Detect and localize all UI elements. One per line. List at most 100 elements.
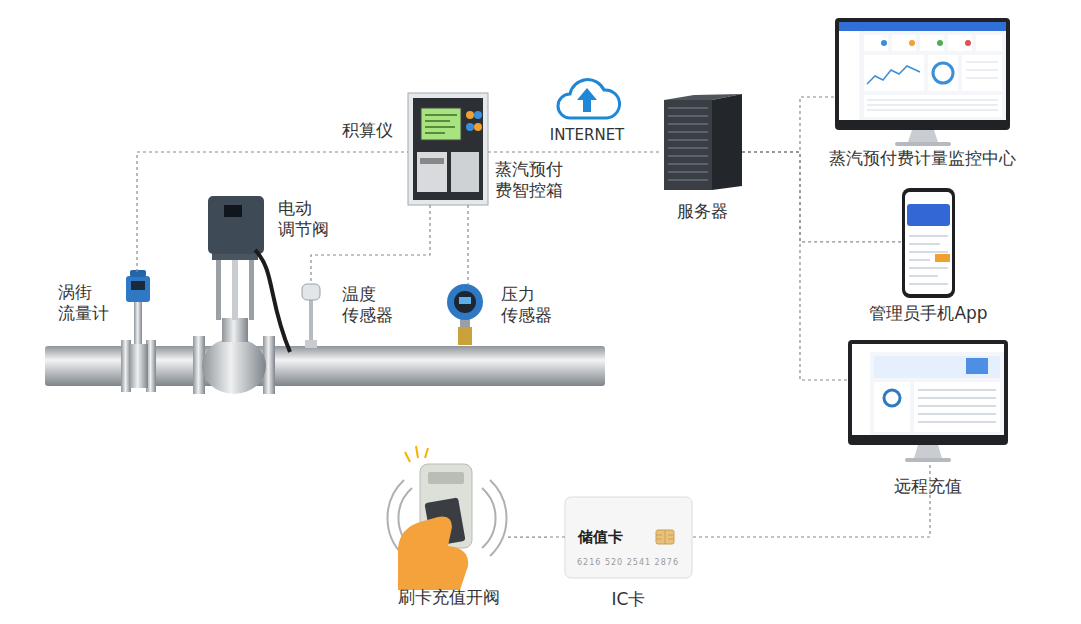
dashed-connector	[742, 152, 848, 380]
diagram-node: 蒸汽预付 费智控箱	[408, 93, 488, 205]
meter-body	[129, 344, 148, 388]
server-front	[664, 100, 712, 190]
integrator-display	[421, 108, 461, 140]
valve-actuator	[208, 196, 264, 254]
server-side	[712, 94, 742, 190]
node-label: 温度 传感器	[342, 284, 402, 327]
ic-card	[565, 497, 692, 578]
dashed-connector	[311, 205, 430, 283]
server-grille	[668, 108, 708, 180]
module	[417, 152, 447, 192]
sensor-face	[454, 291, 476, 313]
diagram-node: 刷卡充值开阀	[393, 450, 505, 580]
node-label: 远程充值	[828, 476, 1028, 497]
diagram-node: 储值卡6216 520 2541 2876IC卡	[565, 497, 692, 578]
edge-label: INTERNET	[537, 126, 637, 145]
monitor-stand	[914, 445, 942, 458]
node-label: 蒸汽预付 费智控箱	[495, 159, 575, 202]
sensor-head	[447, 284, 483, 320]
diagram-node: 服务器	[662, 95, 742, 192]
dashed-connector	[505, 536, 565, 537]
card-chip	[656, 530, 674, 544]
donut-panel	[928, 55, 958, 91]
table-lines	[867, 62, 998, 110]
monitor-base	[895, 142, 951, 146]
button	[466, 111, 474, 119]
node-label: 电动 调节阀	[278, 198, 338, 241]
stat-card	[892, 35, 916, 51]
diagram-node: 蒸汽预付费计量监控中心	[835, 18, 1010, 146]
banner-art	[966, 358, 988, 374]
node-label: 6216 520 2541 2876	[577, 558, 687, 568]
screen-header	[852, 344, 1004, 352]
screen-sidebar	[852, 352, 870, 435]
monitor-stand	[908, 130, 938, 142]
monitor-screen	[839, 22, 1006, 120]
meter-cap	[130, 270, 146, 277]
screen-sidebar	[839, 31, 859, 120]
actuator-display	[224, 205, 242, 217]
signal-marks	[405, 446, 428, 462]
upload-arrow	[577, 88, 597, 112]
chart-panel	[864, 55, 924, 91]
diagram-node: 管理员手机App	[902, 188, 955, 298]
meter-display	[131, 281, 145, 290]
stat-dot	[937, 40, 943, 46]
dashed-connector	[742, 97, 835, 152]
list-panel	[914, 382, 1000, 432]
phone-screen	[905, 192, 952, 294]
list-panel	[962, 55, 1002, 91]
cloud-icon	[558, 80, 620, 118]
node-label: 服务器	[642, 201, 762, 222]
edge-label: 积算仪	[342, 120, 412, 141]
table-panel	[864, 95, 1002, 117]
sensor-nut	[305, 340, 317, 348]
button	[474, 123, 482, 131]
valve-yoke	[216, 258, 221, 320]
node-label: 刷卡充值开阀	[373, 587, 525, 608]
list-lines	[918, 390, 996, 422]
sensor-fitting	[458, 327, 472, 345]
valve-yoke	[249, 258, 254, 320]
diagram-node: 压力 传感器	[440, 284, 490, 350]
monitor-bezel	[848, 340, 1008, 445]
valve-body	[202, 338, 266, 394]
diagram-node: 远程充值	[848, 340, 1008, 465]
screen-header	[839, 22, 1006, 31]
stat-card	[864, 35, 888, 51]
donut-panel	[874, 382, 910, 432]
valve-stem	[232, 255, 238, 320]
chip-lines	[656, 530, 674, 544]
donut-chart	[884, 390, 900, 406]
donut-chart	[933, 63, 953, 83]
valve-bonnet	[222, 318, 248, 342]
monitor-base	[905, 458, 951, 462]
monitor-bezel	[835, 18, 1010, 130]
reader-slot	[428, 472, 464, 484]
sensor-head	[302, 284, 320, 300]
chart-line	[867, 66, 920, 84]
cabinet	[408, 93, 488, 205]
dashed-connector	[692, 465, 930, 537]
node-label: 管理员手机App	[842, 303, 1015, 324]
sensor-neck	[460, 319, 470, 327]
actuator-cable	[255, 250, 290, 352]
dashed-connector	[488, 151, 662, 152]
node-label: IC卡	[545, 589, 712, 610]
hand	[398, 516, 468, 590]
phone-bar	[935, 254, 950, 262]
meter-stem	[134, 300, 142, 344]
diagram-node: 电动 调节阀	[190, 195, 280, 395]
dashed-connector	[467, 205, 468, 284]
stat-card	[976, 35, 1002, 51]
stat-dot	[909, 40, 915, 46]
monitor-screen	[852, 344, 1004, 435]
phone-card	[907, 204, 950, 226]
cabinet-panel	[413, 98, 483, 200]
phone-body	[902, 188, 955, 298]
dashed-connector	[137, 152, 408, 272]
diagram-node: 涡街 流量计	[118, 272, 156, 394]
diagram-node: 温度 传感器	[298, 283, 324, 355]
button	[466, 123, 474, 131]
